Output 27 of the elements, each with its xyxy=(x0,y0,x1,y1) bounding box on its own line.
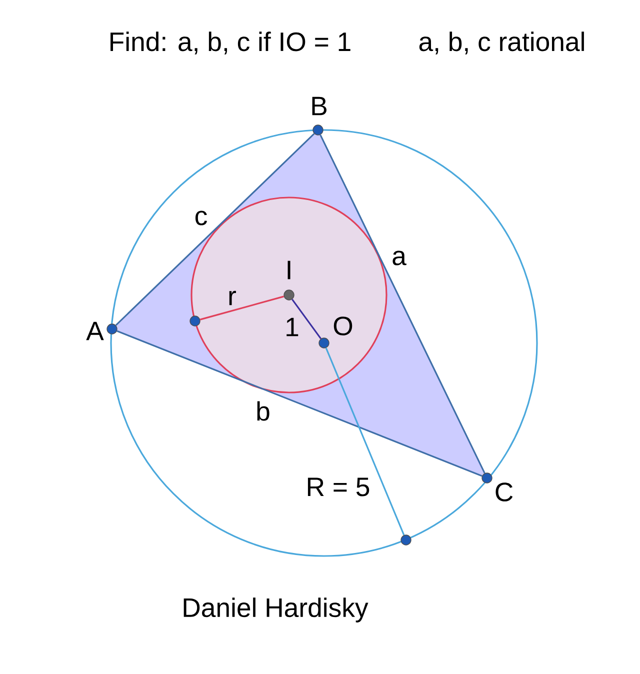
point-dot xyxy=(400,534,412,546)
edge-label: r xyxy=(229,290,236,306)
edge-label: b xyxy=(257,401,270,421)
point-label: B xyxy=(312,96,326,116)
line-segment xyxy=(320,134,486,474)
edge-label: 1 xyxy=(286,318,298,336)
line-segment xyxy=(200,296,284,320)
point-dot xyxy=(284,290,294,300)
point-dot xyxy=(190,316,200,326)
line-segment xyxy=(325,348,405,536)
edge-label: c xyxy=(195,210,207,226)
title-text: Find: a, b, c if IO = 1 xyxy=(110,32,350,54)
line-segment xyxy=(116,330,482,477)
line-segment xyxy=(115,133,315,326)
point-label: O xyxy=(334,316,352,336)
point-dot xyxy=(482,472,492,484)
line-segment xyxy=(292,298,322,340)
point-label: C xyxy=(496,482,513,502)
point-dot xyxy=(312,124,324,136)
edge-label: R = 5 xyxy=(308,478,370,496)
point-dot xyxy=(318,338,330,348)
edge-label: a xyxy=(392,250,406,266)
condition-text: a, b, c rational xyxy=(419,32,584,54)
author-text: Daniel Hardisky xyxy=(184,598,368,622)
point-label: I xyxy=(288,260,290,280)
point-label: A xyxy=(86,322,104,340)
point-dot xyxy=(106,324,118,334)
